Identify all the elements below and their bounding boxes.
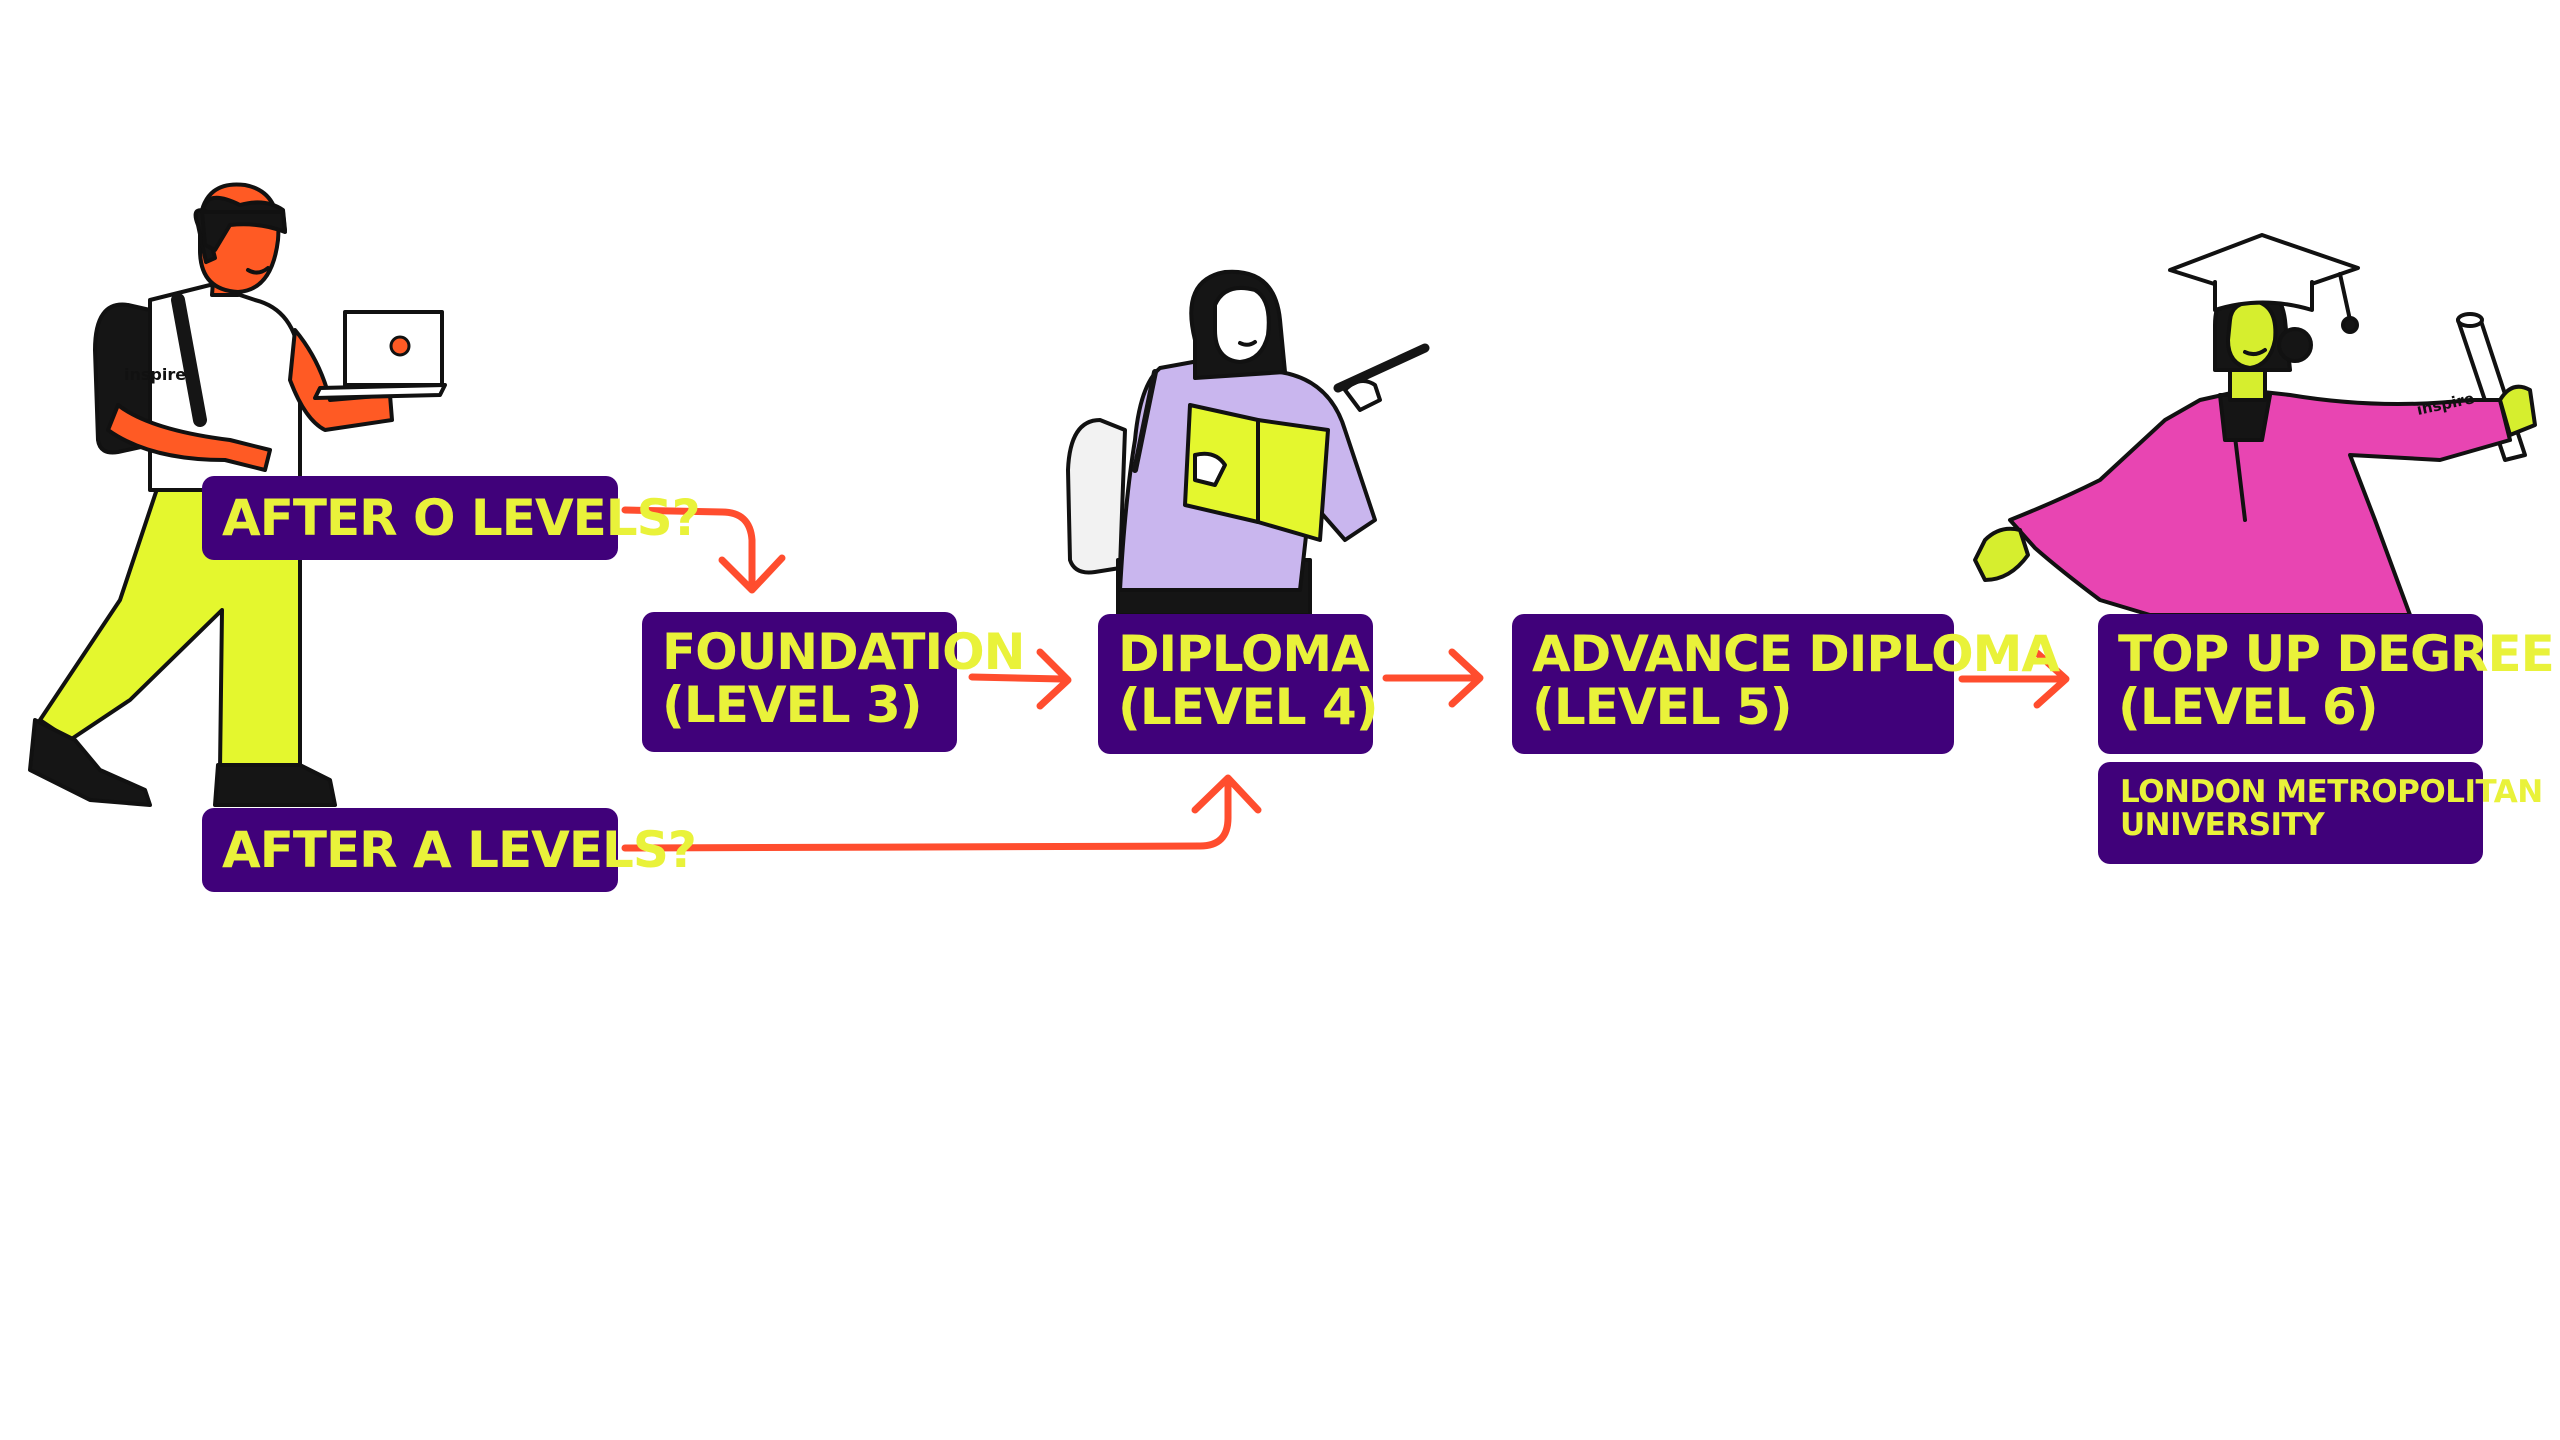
arrow-o-levels-to-foundation bbox=[621, 506, 756, 589]
o-levels-label: AFTER O LEVELS? bbox=[222, 489, 701, 547]
university-line-2: UNIVERSITY bbox=[2120, 806, 2325, 843]
diploma-level: (LEVEL 4) bbox=[1118, 677, 1379, 736]
top-up-degree-box: TOP UP DEGREE (LEVEL 6) bbox=[2098, 614, 2555, 754]
foundation-box: FOUNDATION (LEVEL 3) bbox=[642, 612, 1026, 752]
arrow-o-levels-to-foundation-head bbox=[718, 554, 786, 594]
pen-icon bbox=[1333, 343, 1430, 393]
graduate-with-diploma-illustration: inspire bbox=[1973, 233, 2537, 617]
arrow-a-levels-to-diploma-head bbox=[1191, 774, 1262, 814]
university-box: LONDON METROPOLITAN UNIVERSITY bbox=[2098, 762, 2543, 864]
a-levels-label: AFTER A LEVELS? bbox=[222, 821, 697, 879]
a-levels-box: AFTER A LEVELS? bbox=[202, 808, 697, 892]
arrow-advance-to-topup-head bbox=[2033, 649, 2070, 709]
foundation-title: FOUNDATION bbox=[662, 623, 1026, 681]
top-up-degree-level: (LEVEL 6) bbox=[2118, 677, 2379, 736]
diploma-title: DIPLOMA bbox=[1118, 625, 1370, 683]
advance-diploma-level: (LEVEL 5) bbox=[1532, 677, 1793, 736]
arrow-foundation-to-diploma-head bbox=[1036, 648, 1072, 710]
top-up-degree-title: TOP UP DEGREE bbox=[2118, 625, 2555, 683]
arrow-diploma-to-advance-head bbox=[1448, 648, 1484, 708]
arrow-foundation-to-diploma bbox=[968, 673, 1066, 683]
diploma-box: DIPLOMA (LEVEL 4) bbox=[1098, 614, 1379, 754]
foundation-level: (LEVEL 3) bbox=[662, 675, 923, 734]
flow-arrows bbox=[621, 506, 2070, 852]
student-reading-book-illustration bbox=[1066, 269, 1430, 617]
university-line-1: LONDON METROPOLITAN bbox=[2120, 774, 2543, 810]
advance-diploma-title: ADVANCE DIPLOMA bbox=[1532, 625, 2060, 683]
shirt-brand-text: inspire bbox=[124, 365, 186, 384]
arrow-a-levels-to-diploma bbox=[621, 778, 1232, 852]
o-levels-box: AFTER O LEVELS? bbox=[202, 476, 701, 560]
advance-diploma-box: ADVANCE DIPLOMA (LEVEL 5) bbox=[1512, 614, 2060, 754]
